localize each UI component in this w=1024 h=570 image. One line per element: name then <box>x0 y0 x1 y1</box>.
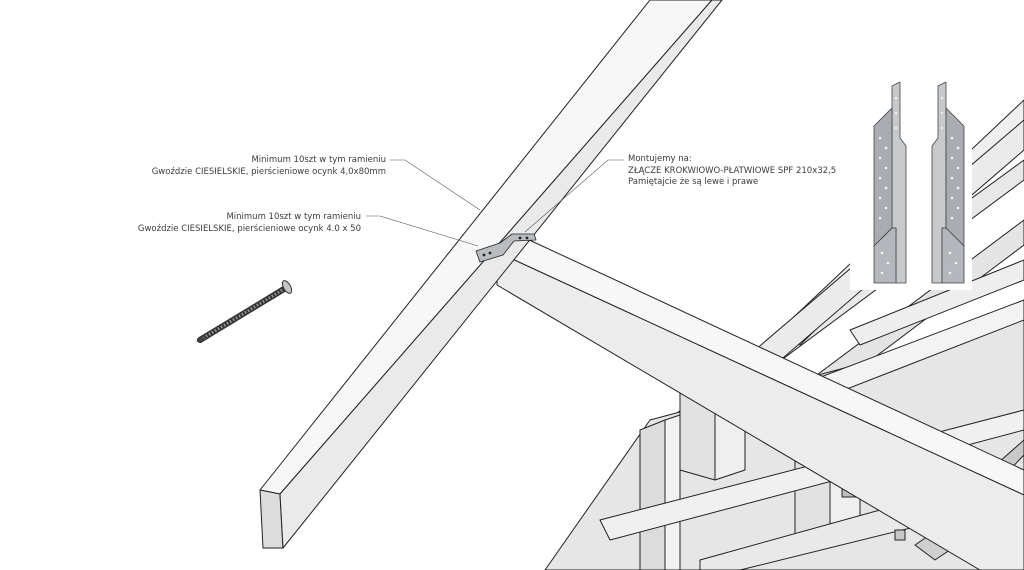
annotation-connector: Montujemy na: ZŁĄCZE KROKWIOWO-PŁATWIOWE… <box>628 154 836 189</box>
connector-product-inset <box>850 78 972 290</box>
leader-lines <box>366 159 624 247</box>
leader-nail-long <box>390 159 481 211</box>
annotation-connector-note: Pamiętajcie że są lewe i prawe <box>628 177 759 187</box>
annotation-nail-long-spec: Gwoździe CIESIELSKIE, pierścieniowe ocyn… <box>151 166 386 177</box>
annotation-nail-long-quantity: Minimum 10szt w tym ramieniu <box>251 155 386 165</box>
annotation-nail-short-quantity: Minimum 10szt w tym ramieniu <box>226 212 361 222</box>
annotation-connector-product: ZŁĄCZE KROKWIOWO-PŁATWIOWE SPF 210x32,5 <box>628 165 837 176</box>
annotation-nail-long: Minimum 10szt w tym ramieniu Gwoździe CI… <box>152 155 386 178</box>
rafter-beam <box>259 0 723 549</box>
annotation-connector-intro: Montujemy na: <box>628 154 692 164</box>
leader-connector <box>524 159 624 233</box>
connector-inset-drawing <box>873 81 965 284</box>
ring-shank-nail <box>196 280 293 343</box>
annotation-nail-short: Minimum 10szt w tym ramieniu Gwoździe CI… <box>138 212 361 235</box>
connector-holes <box>878 96 960 275</box>
annotation-nail-short-spec: Gwoździe CIESIELSKIE, pierścieniowe ocyn… <box>137 223 361 234</box>
rafter-purlin-connector <box>475 233 537 263</box>
leader-nail-short <box>366 215 479 247</box>
